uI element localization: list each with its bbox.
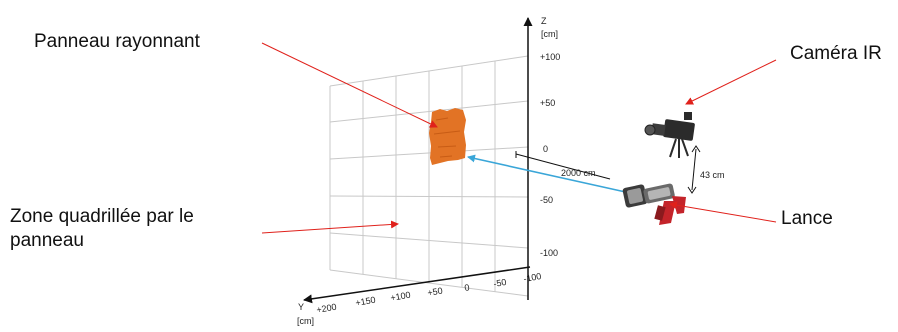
annotation-arrows xyxy=(261,42,777,234)
y-tick-label: 0 xyxy=(464,282,471,293)
y-tick-label: -50 xyxy=(493,277,508,289)
lance-label: Lance xyxy=(781,208,833,229)
distance-dimension: 2000 cm xyxy=(515,151,611,180)
height-label: 43 cm xyxy=(700,170,725,180)
radiant-panel xyxy=(429,108,466,165)
camera-icon xyxy=(644,112,695,158)
y-tick-label: +150 xyxy=(355,295,377,308)
grid xyxy=(329,55,529,297)
panel-texture xyxy=(433,117,461,158)
lance-arrow xyxy=(669,201,777,223)
z-tick-label: 0 xyxy=(543,144,548,154)
z-axis-name: Z xyxy=(541,16,547,26)
z-tick-label: -50 xyxy=(540,195,553,205)
y-axis-name: Y xyxy=(298,302,304,312)
panel-label: Panneau rayonnant xyxy=(34,31,200,52)
camera-label: Caméra IR xyxy=(790,43,882,64)
y-tick-label: -100 xyxy=(523,271,542,284)
camera-arrow xyxy=(685,59,777,105)
grid-zone-label: Zone quadrillée par le panneau xyxy=(10,205,250,253)
y-tick-label: +100 xyxy=(390,290,412,303)
z-tick-label: +100 xyxy=(540,52,560,62)
y-axis: Y [cm] +200 +150 +100 +50 0 -50 -100 xyxy=(297,266,542,326)
grid-zone-label-line1: Zone quadrillée par le xyxy=(10,206,194,227)
z-tick-label: +50 xyxy=(540,98,555,108)
z-axis-unit: [cm] xyxy=(541,29,558,39)
zone-arrow xyxy=(261,220,399,234)
panel-arrow xyxy=(261,42,438,128)
y-tick-label: +200 xyxy=(316,302,338,315)
grid-zone-label-line2: panneau xyxy=(10,230,84,251)
nozzle-icon xyxy=(622,183,686,225)
y-tick-label: +50 xyxy=(427,285,444,298)
distance-label: 2000 cm xyxy=(561,168,596,178)
y-axis-unit: [cm] xyxy=(297,316,314,326)
z-tick-label: -100 xyxy=(540,248,558,258)
height-dimension: 43 cm xyxy=(687,145,725,194)
z-axis: Z [cm] +100 +50 0 -50 -100 xyxy=(523,16,560,300)
water-jet xyxy=(467,154,631,194)
